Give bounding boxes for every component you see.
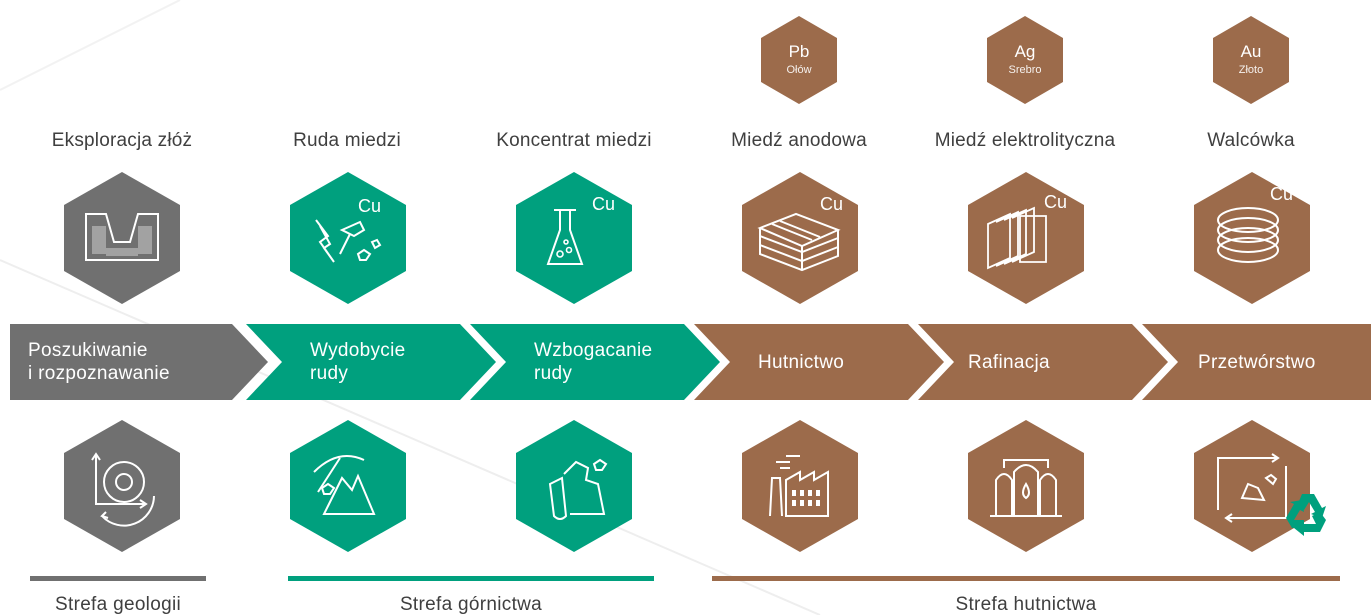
zone-line-metallurgy: [712, 576, 1340, 581]
lab-rocks-icon: [514, 418, 634, 554]
zone-label: Strefa górnictwa: [399, 594, 543, 615]
cu-label: Cu: [820, 194, 844, 214]
refinery-tanks-icon: [966, 418, 1086, 554]
stage-label-line2: rudy: [534, 363, 573, 384]
product-label: Walcówka: [1207, 130, 1295, 151]
product-label: Koncentrat miedzi: [496, 130, 652, 151]
metal-hexagon-ag: Ag Srebro: [985, 14, 1065, 104]
cu-label: Cu: [1270, 184, 1294, 204]
cu-label: Cu: [358, 196, 382, 216]
open-pit-icon: [62, 170, 182, 306]
stage-label-line2: rudy: [310, 363, 349, 384]
metal-hexagon-au: Au Złoto: [1211, 14, 1291, 104]
metal-symbol: Pb: [788, 42, 810, 61]
wire-coil-icon: Cu: [1192, 170, 1312, 306]
product-label: Miedź anodowa: [731, 130, 867, 151]
cu-label: Cu: [1044, 192, 1068, 212]
product-label: Eksploracja złóż: [51, 130, 193, 151]
flask-icon: Cu: [514, 170, 634, 306]
metal-name: Złoto: [1238, 64, 1264, 76]
stage-label-line1: Przetwórstwo: [1198, 351, 1316, 373]
pickaxe-icon: [288, 418, 408, 554]
stage-chevron: Hutnictwo: [694, 324, 944, 400]
metal-name: Srebro: [1008, 64, 1042, 76]
smelter-factory-icon: [740, 418, 860, 554]
stage-label-line1: Rafinacja: [968, 351, 1050, 373]
metal-symbol: Au: [1240, 42, 1262, 61]
zone-line-mining: [288, 576, 654, 581]
stage-label-line1: Wydobycie: [310, 340, 406, 361]
geology-survey-icon: [62, 418, 182, 554]
zone-line-geology: [30, 576, 206, 581]
recycle-icon: [1286, 494, 1326, 536]
cathode-sheets-icon: Cu: [966, 170, 1086, 306]
stage-chevron: Rafinacja: [918, 324, 1168, 400]
metal-name: Ołów: [786, 64, 812, 76]
zone-label: Strefa geologii: [55, 594, 181, 615]
zone-label: Strefa hutnictwa: [955, 594, 1097, 615]
product-label: Miedź elektrolityczna: [934, 130, 1116, 151]
stage-label-line2: i rozpoznawanie: [28, 363, 170, 384]
stage-label-line1: Wzbogacanie: [534, 340, 653, 361]
anode-stack-icon: Cu: [740, 170, 860, 306]
product-label: Ruda miedzi: [293, 130, 401, 151]
metal-hexagon-pb: Pb Ołów: [759, 14, 839, 104]
stage-label-line1: Poszukiwanie: [28, 340, 148, 361]
cu-label: Cu: [592, 194, 616, 214]
stage-chevron: Przetwórstwo: [1142, 324, 1371, 400]
ore-mining-icon: Cu: [288, 170, 408, 306]
stage-label-line1: Hutnictwo: [758, 351, 845, 373]
metal-symbol: Ag: [1014, 42, 1036, 61]
